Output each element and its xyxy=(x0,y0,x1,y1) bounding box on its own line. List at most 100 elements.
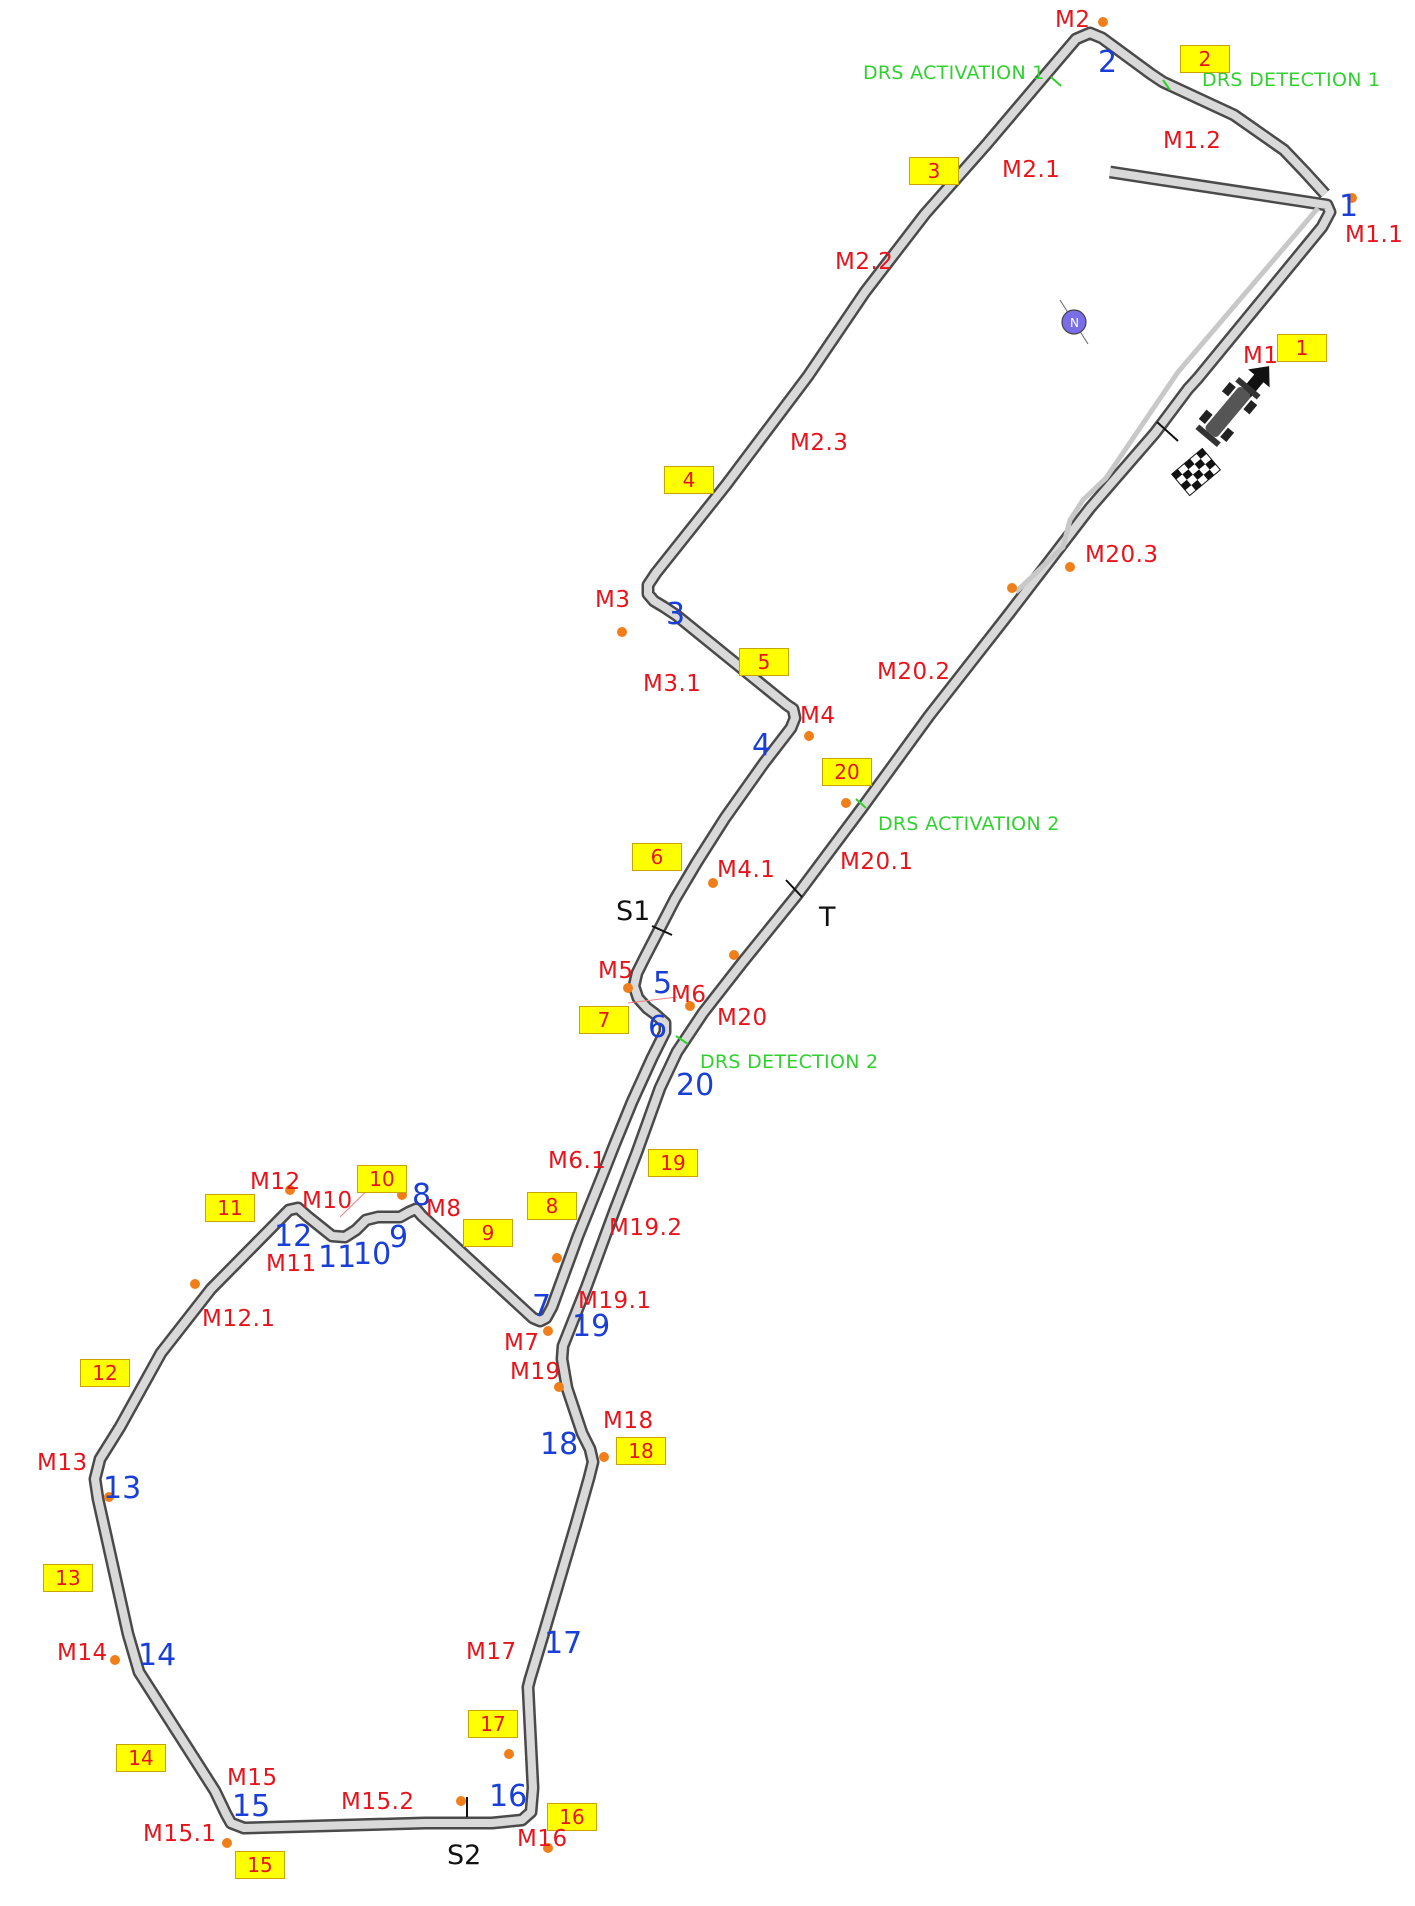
marker-label: M2.1 xyxy=(1002,157,1061,183)
corner-box: 8 xyxy=(527,1192,577,1220)
turn-number: 20 xyxy=(676,1068,715,1103)
marker-label: M4 xyxy=(800,703,836,729)
sector-t-tick xyxy=(785,879,803,898)
track-surface xyxy=(91,29,1334,1832)
drs-activation-1-tick xyxy=(1050,76,1062,87)
marker-label: M20 xyxy=(717,1005,768,1031)
marker-label: M10 xyxy=(302,1188,353,1214)
turn-number: 14 xyxy=(138,1638,177,1673)
turn-number: 18 xyxy=(540,1427,579,1462)
marker-label: M6.1 xyxy=(548,1148,607,1174)
marker-label: M15.1 xyxy=(143,1821,217,1847)
drs-detection-1-label: DRS DETECTION 1 xyxy=(1202,69,1381,91)
pit-lane xyxy=(1014,206,1320,594)
corner-box: 18 xyxy=(616,1437,666,1465)
turn-number: 15 xyxy=(232,1789,271,1824)
corner-box: 10 xyxy=(357,1165,407,1193)
marker-label: M12.1 xyxy=(202,1306,276,1332)
start-finish-line xyxy=(1156,421,1179,442)
drs-detection-2-tick xyxy=(675,1035,689,1045)
marker-label: M20.3 xyxy=(1085,542,1159,568)
turn-number: 16 xyxy=(489,1779,528,1814)
drs-activation-2-label: DRS ACTIVATION 2 xyxy=(878,813,1060,835)
drs-activation-1-label: DRS ACTIVATION 1 xyxy=(863,62,1045,84)
marker-label: M3 xyxy=(595,587,631,613)
corner-box: 5 xyxy=(739,648,789,676)
race-car-icon xyxy=(1195,376,1261,448)
turn-number: 9 xyxy=(389,1220,409,1255)
corner-box: 15 xyxy=(235,1851,285,1879)
drs-activation-2-tick xyxy=(855,798,867,809)
turn-number: 17 xyxy=(544,1626,583,1661)
corner-box: 20 xyxy=(822,758,872,786)
corner-box: 13 xyxy=(43,1564,93,1592)
corner-box: 4 xyxy=(664,466,714,494)
sector-t-label: T xyxy=(819,902,836,933)
marker-label: M19.1 xyxy=(578,1288,652,1314)
marker-label: M20.1 xyxy=(840,849,914,875)
turn-number: 8 xyxy=(412,1178,432,1213)
marker-label: M2.2 xyxy=(835,249,894,275)
marker-label: M8 xyxy=(426,1196,462,1222)
checkered-flag-icon xyxy=(1170,447,1222,497)
track-real xyxy=(88,26,1337,1835)
marker-label: M1.1 xyxy=(1345,222,1404,248)
corner-box: 9 xyxy=(463,1219,513,1247)
marker-label: M18 xyxy=(603,1408,654,1434)
marker-label: M19.2 xyxy=(609,1215,683,1241)
corner-box: 19 xyxy=(648,1149,698,1177)
compass-icon: N xyxy=(1059,299,1089,345)
turn-number: 6 xyxy=(648,1010,668,1045)
marker-label: M7 xyxy=(504,1330,540,1356)
track-outline xyxy=(88,26,1337,1835)
drs-detection-1-tick xyxy=(1162,79,1171,91)
marker-label: M3.1 xyxy=(643,671,702,697)
corner-box: 16 xyxy=(547,1803,597,1831)
marker-label: M1 xyxy=(1243,343,1279,369)
corner-box: 17 xyxy=(468,1710,518,1738)
marker-label: M19 xyxy=(510,1359,561,1385)
sector-s2-label: S2 xyxy=(447,1840,482,1871)
leader-line-7 xyxy=(627,996,678,1004)
marker-label: M15.2 xyxy=(341,1789,415,1815)
marker-label: M2.3 xyxy=(790,430,849,456)
turn-number: 4 xyxy=(752,728,772,763)
turn-number: 5 xyxy=(653,966,673,1001)
marker-label: M2 xyxy=(1055,7,1091,33)
corner-box: 11 xyxy=(205,1194,255,1222)
turn-number: 7 xyxy=(532,1289,552,1324)
drs-detection-2-label: DRS DETECTION 2 xyxy=(700,1051,879,1073)
marker-label: M16 xyxy=(517,1826,568,1852)
marker-label: M4.1 xyxy=(717,857,776,883)
svg-text:N: N xyxy=(1070,316,1079,330)
marker-label: M12 xyxy=(250,1169,301,1195)
corner-box: 12 xyxy=(80,1359,130,1387)
sector-s1-tick xyxy=(651,925,673,936)
turn-number: 10 xyxy=(353,1237,392,1272)
corner-box: 14 xyxy=(116,1744,166,1772)
turn-number: 12 xyxy=(274,1219,313,1254)
turn-number: 3 xyxy=(666,597,686,632)
corner-box: 1 xyxy=(1277,334,1327,362)
marker-label: M1.2 xyxy=(1163,128,1222,154)
turn-number: 19 xyxy=(572,1309,611,1344)
marker-label: M13 xyxy=(37,1450,88,1476)
corner-box: 3 xyxy=(909,157,959,185)
turn-number: 11 xyxy=(318,1240,357,1275)
marker-label: M6 xyxy=(671,982,707,1008)
turn-number: 2 xyxy=(1098,45,1118,80)
marker-label: M15 xyxy=(227,1765,278,1791)
corner-box: 6 xyxy=(632,843,682,871)
corner-box: 7 xyxy=(579,1006,629,1034)
marker-label: M17 xyxy=(466,1639,517,1665)
marker-dots xyxy=(104,17,1357,1853)
marker-label: M11 xyxy=(266,1251,317,1277)
marker-label: M20.2 xyxy=(877,659,951,685)
turn-number: 13 xyxy=(103,1471,142,1506)
sector-s1-label: S1 xyxy=(616,896,651,927)
marker-label: M14 xyxy=(57,1640,108,1666)
corner-box: 2 xyxy=(1180,45,1230,73)
turn-number: 1 xyxy=(1339,189,1359,224)
